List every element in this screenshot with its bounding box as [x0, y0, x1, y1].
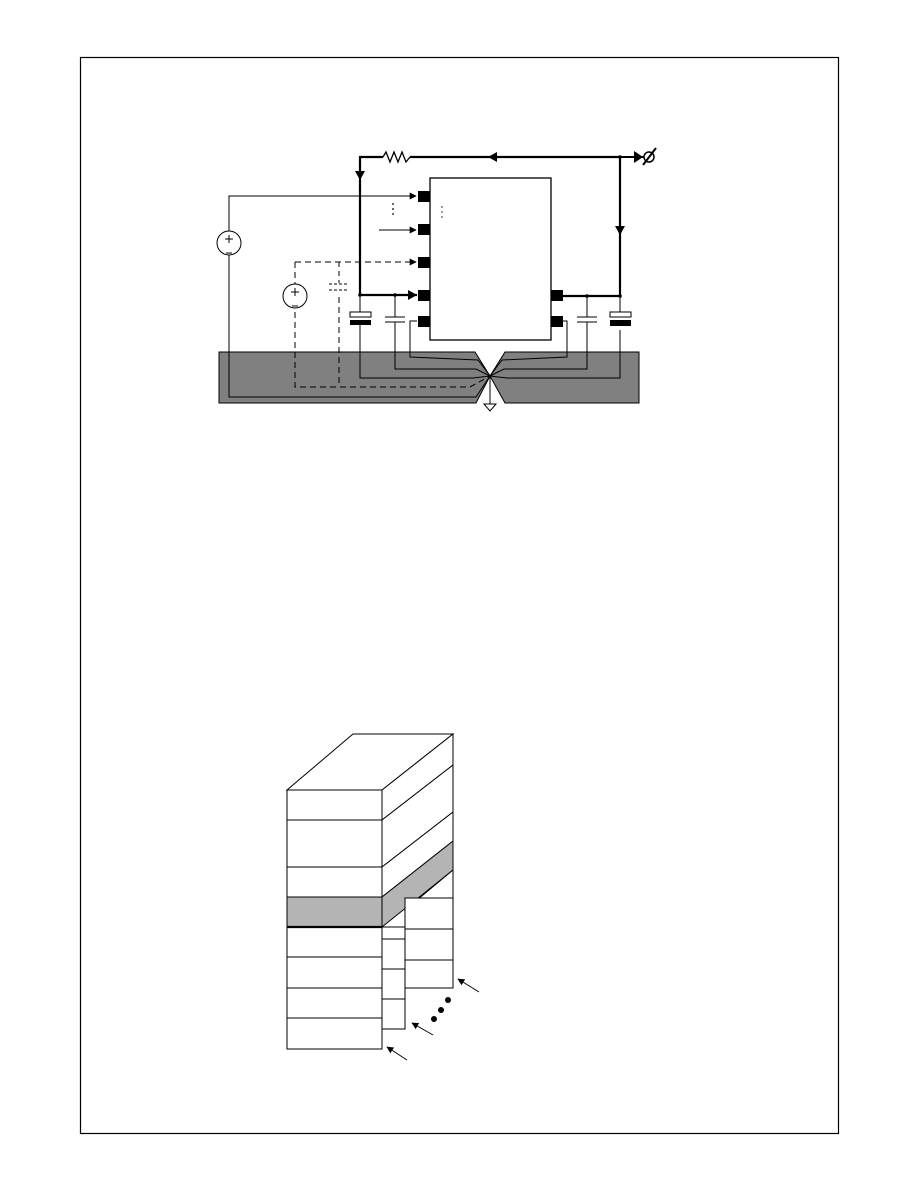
ground-icon [482, 376, 498, 412]
arrow-icon [386, 1046, 408, 1061]
capacitor-dashed-icon [329, 262, 348, 291]
ic-pin [418, 290, 430, 301]
stack-front-layer [286, 926, 383, 958]
stack-step-cell [381, 998, 406, 1030]
arrow-icon [408, 290, 417, 300]
layer-stack-diagram [285, 732, 480, 1061]
stack-front-layer [286, 866, 383, 898]
stack-step-cell [381, 938, 406, 970]
polarized-capacitor-icon [609, 296, 632, 326]
resistor-icon [382, 150, 411, 164]
ground-plane-left [218, 351, 491, 404]
stack-front-layer [286, 1017, 383, 1050]
ic-pin [551, 290, 563, 301]
arrow-icon [615, 226, 625, 235]
stack-step-cell [381, 926, 406, 940]
stack-step-cell [404, 928, 454, 961]
ic-pin [418, 191, 430, 202]
source-input-line [228, 192, 417, 232]
stack-front-layer [286, 789, 383, 821]
ic-pin [418, 257, 430, 268]
analog-trace-dashed [294, 312, 491, 388]
stack-front-layer [286, 956, 383, 989]
schematic-diagram [216, 147, 657, 412]
stack-front-highlight-layer [286, 896, 383, 928]
arrow-icon [411, 1022, 434, 1036]
polarized-capacitor-icon [349, 295, 372, 325]
stack-step-cell [404, 897, 454, 930]
voltage-source-icon [216, 230, 242, 256]
probe-icon [620, 147, 657, 166]
ic-package [429, 177, 552, 341]
page-border [79, 56, 840, 1135]
stack-front-layer [286, 819, 383, 868]
ellipsis-icon [431, 997, 451, 1022]
arrow-icon [355, 171, 365, 180]
ellipsis-icon [392, 203, 443, 218]
star-ground-traces [228, 254, 621, 398]
ic-pin [551, 316, 563, 327]
arrow-icon [457, 978, 480, 993]
capacitor-icon [385, 295, 405, 330]
stack-step-cell [381, 968, 406, 1000]
arrow-icon [488, 152, 497, 162]
ic-pin [418, 316, 430, 327]
stack-step-cell [404, 959, 454, 989]
ic-pin [418, 224, 430, 235]
stack-front-layer [286, 987, 383, 1019]
voltage-source-icon [282, 262, 308, 309]
capacitor-icon [577, 296, 597, 330]
